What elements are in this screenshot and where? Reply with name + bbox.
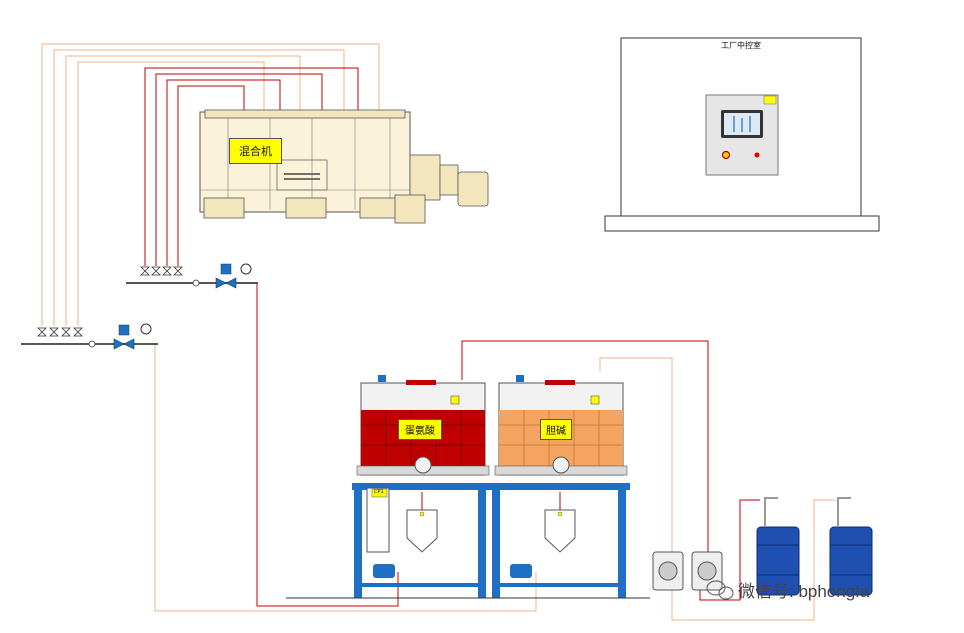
control-room-title: 工厂中控室 [721, 41, 761, 50]
tank-left-label: 蛋氨酸 [398, 419, 442, 440]
diaphragm-pumps[interactable] [652, 551, 723, 591]
dosing-left [373, 492, 438, 578]
cp1-cabinet[interactable] [366, 487, 390, 553]
tank-right-label: 胆碱 [540, 419, 572, 440]
cp1-tag: CP1 [374, 489, 384, 495]
mixer-label-text: 混合机 [239, 145, 272, 158]
tank-left-label-text: 蛋氨酸 [405, 426, 435, 437]
drums[interactable] [756, 497, 873, 596]
pump-motor-icon[interactable] [510, 564, 532, 578]
pump-motor-icon[interactable] [373, 564, 395, 578]
control-valve-icon[interactable] [113, 338, 135, 350]
stop-button-icon[interactable] [754, 152, 760, 158]
pipelines [41, 43, 836, 621]
manifold-lower [21, 323, 158, 350]
indicator-lamp-icon [721, 150, 731, 160]
tank-right-label-text: 胆碱 [546, 426, 566, 437]
control-room [604, 37, 880, 232]
mixer-label: 混合机 [229, 138, 282, 164]
manifold-upper [126, 263, 258, 289]
stand-frames [352, 483, 630, 598]
control-panel[interactable] [705, 94, 779, 176]
pressure-gauge-icon [140, 323, 152, 335]
watermark-text: 微信号: bphongfa [738, 582, 870, 601]
dosing-right [510, 492, 576, 578]
pressure-gauge-icon [240, 263, 252, 275]
mixer[interactable] [199, 109, 489, 224]
control-valve-icon[interactable] [215, 277, 237, 289]
wechat-logo-icon [706, 580, 734, 600]
